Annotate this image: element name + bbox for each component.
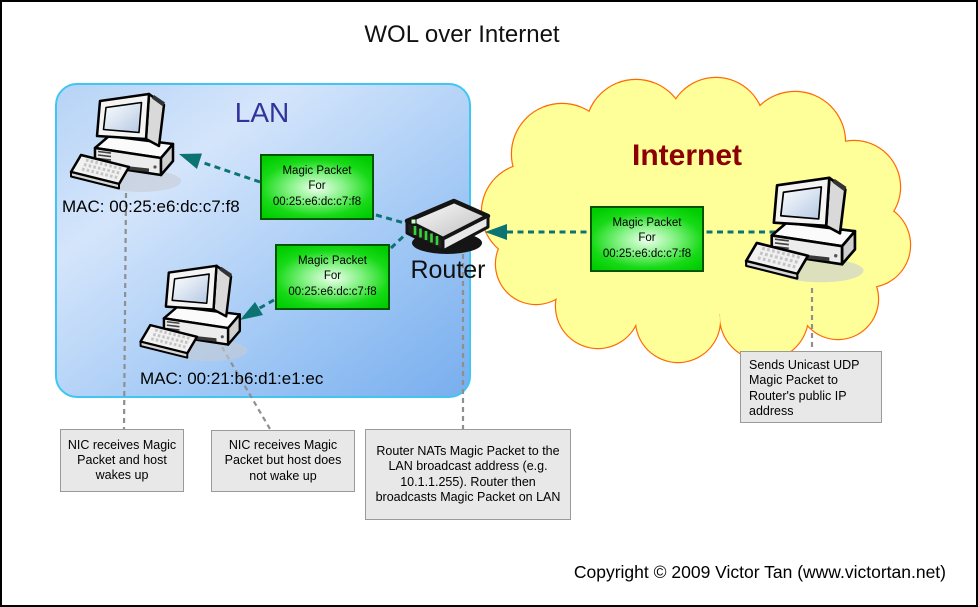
computer-icon: [744, 176, 866, 284]
router-icon: [400, 194, 494, 260]
arrowhead-at-pc1: [179, 153, 202, 169]
magic-packet-box-lan-bottom: Magic Packet For 00:25:e6:dc:c7:f8: [275, 244, 390, 310]
diagram-title: WOL over Internet: [364, 21, 560, 48]
magic-packet-box-internet: Magic Packet For 00:25:e6:dc:c7:f8: [590, 206, 704, 272]
callout-sender: Sends Unicast UDP Magic Packet to Router…: [740, 351, 882, 423]
lan-label: LAN: [234, 97, 290, 128]
copyright-text: Copyright © 2009 Victor Tan (www.victort…: [573, 562, 946, 582]
connector-router-to-packet-bottom: [389, 231, 409, 250]
callout-nic-no-wake: NIC receives Magic Packet but host does …: [211, 430, 355, 492]
arrow-line-packet-to-pc1: [200, 160, 261, 184]
router-label: Router: [410, 256, 486, 284]
internet-label: Internet: [631, 139, 742, 172]
callout-nic-wakes: NIC receives Magic Packet and host wakes…: [60, 429, 184, 492]
arrowhead-at-pc2: [240, 302, 263, 320]
arrow-line-packet-to-pc2: [257, 298, 275, 311]
computer-icon: [139, 264, 250, 363]
mac-address-label-pc1: MAC: 00:25:e6:dc:c7:f8: [62, 197, 240, 216]
callout-router-nat: Router NATs Magic Packet to the LAN broa…: [365, 429, 571, 520]
callout-line-pc2: [221, 346, 271, 430]
mac-address-label-pc2: MAC: 00:21:b6:d1:e1:ec: [140, 369, 324, 388]
callout-connector-lines: [122, 192, 814, 430]
callout-line-pc1: [122, 192, 128, 430]
arrowhead-at-router: [485, 224, 507, 240]
computer-icon: [69, 92, 183, 194]
connector-router-to-packet-top: [375, 213, 409, 226]
magic-packet-box-lan-top: Magic Packet For 00:25:e6:dc:c7:f8: [260, 154, 374, 220]
